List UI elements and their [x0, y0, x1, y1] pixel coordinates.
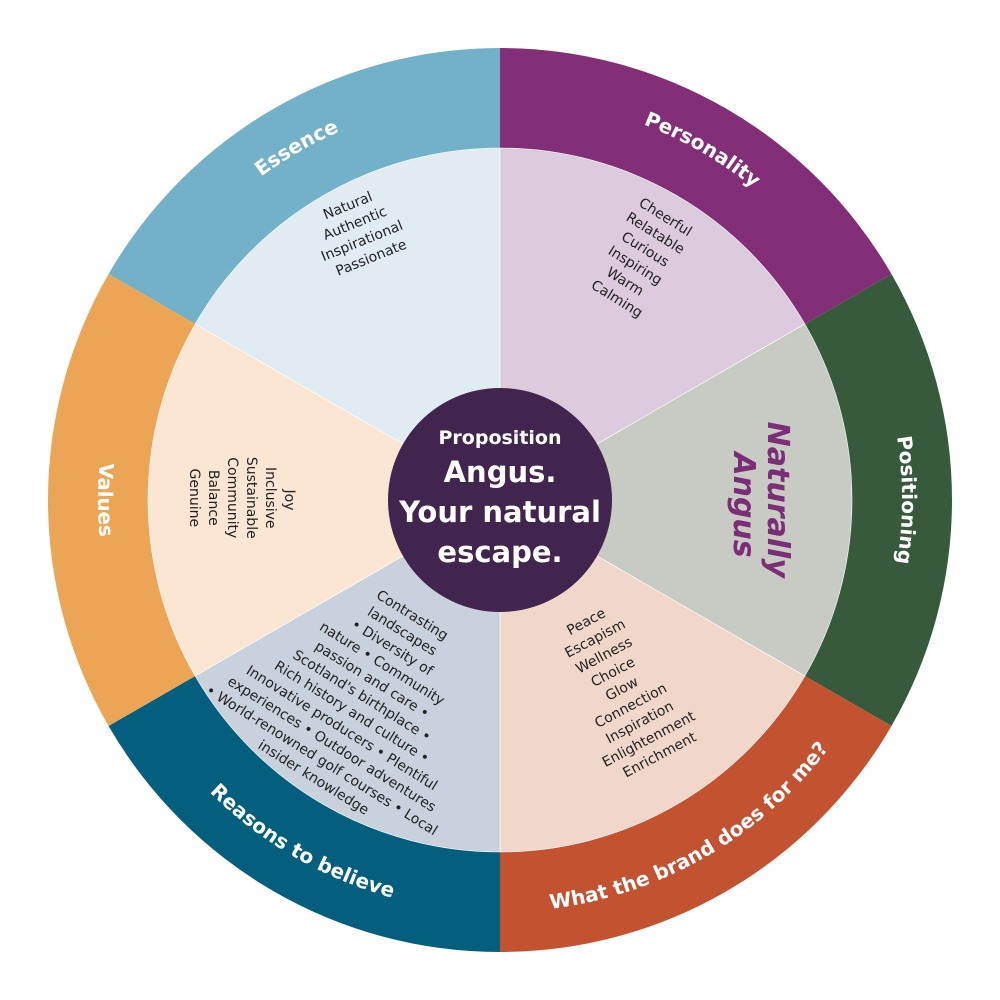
- proposition-circle: [388, 388, 612, 612]
- positioning-inner-segment: [499, 323, 853, 677]
- proposition-line-1: Angus.: [444, 455, 557, 489]
- personality-inner-segment: [499, 147, 806, 501]
- proposition-line-3: escape.: [437, 535, 562, 569]
- proposition-label: Proposition: [439, 427, 562, 449]
- inner-ring: [147, 147, 853, 853]
- positioning-tagline: Naturally Angus: [726, 422, 795, 589]
- proposition-center: Proposition Angus. Your natural escape.: [388, 388, 612, 612]
- reasons-inner-segment: [194, 499, 501, 853]
- values-inner-segment: [147, 323, 501, 677]
- essence-inner-segment: [194, 147, 501, 501]
- brand-does-inner-segment: [499, 499, 806, 853]
- values-title: Values: [93, 462, 119, 537]
- proposition-line-2: Your natural: [398, 495, 601, 529]
- values-items: Genuine Balance Community Sustainable In…: [186, 457, 297, 543]
